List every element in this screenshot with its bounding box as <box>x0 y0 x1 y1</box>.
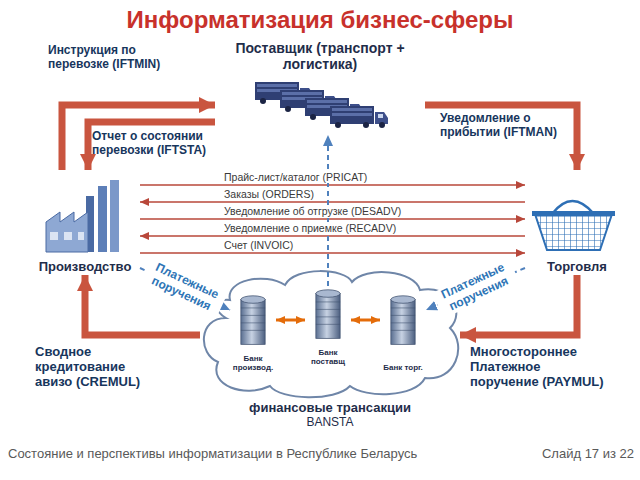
node-text: Поставщик (транспорт + логистика) <box>215 40 425 72</box>
edge-label: Платежные поручения <box>140 258 228 319</box>
edge-label: Счет (INVOIC) <box>222 239 295 251</box>
node-text: Производство <box>39 260 132 275</box>
bank-node: Банк производ. <box>230 292 276 372</box>
edge-label: Инструкция по перевозке (IFTMIN) <box>48 44 168 72</box>
production-node: Производство <box>30 170 140 275</box>
process-arrow <box>425 105 577 170</box>
cloud-shape <box>204 271 458 397</box>
node-text: BANSTA <box>306 416 353 430</box>
bank-tower-icon <box>316 290 340 339</box>
bank-node: Банк торг. <box>380 292 426 372</box>
truck-icon <box>330 106 388 128</box>
edge-label: Уведомление о приемке (RECADV) <box>222 222 398 234</box>
factory-icon <box>46 180 119 252</box>
message-arrow <box>276 319 305 322</box>
message-arrow <box>140 201 525 202</box>
trade-node: Торговля <box>525 170 629 275</box>
node-text: Торговля <box>547 260 607 275</box>
node-text: финансовые трансакции <box>249 401 411 416</box>
node-text: Банк производ. <box>230 354 276 372</box>
footer-caption: Состояние и перспективы информатизации в… <box>8 446 508 461</box>
edge-label: Многостороннее Платежное поручение (PAYM… <box>470 345 610 390</box>
message-arrow <box>140 184 525 185</box>
node-text: Банк торг. <box>383 363 423 372</box>
edge-label: Прайс-лист/каталог (PRICAT) <box>222 171 369 183</box>
finance-cloud: финансовые трансакцииBANSTA Банк производ… <box>200 278 460 430</box>
node-text: Банк поставщ <box>305 348 351 366</box>
bank-tower-icon <box>241 296 265 345</box>
edge-label: Уведомление о прибытии (IFTMAN) <box>440 112 570 140</box>
basket-icon <box>532 201 615 250</box>
bank-node: Банк поставщ <box>305 286 351 366</box>
edge-label: Уведомление об отгрузке (DESADV) <box>222 205 403 217</box>
edge-label: Отчет о состоянии перевозки (IFTSTA) <box>92 130 222 158</box>
message-arrow <box>351 319 380 322</box>
slide-title: Информатизация бизнес-сферы <box>0 6 640 34</box>
slide-number: Слайд 17 из 22 <box>518 446 634 461</box>
edge-label: Заказы (ORDERS) <box>222 188 316 200</box>
message-arrow <box>140 235 525 236</box>
edge-label: Платежные поручения <box>432 258 520 319</box>
message-arrow <box>140 218 525 219</box>
message-arrow <box>140 252 525 253</box>
edge-label: Сводное кредитование авизо (CREMUL) <box>35 345 155 390</box>
supplier-node: Поставщик (транспорт + логистика) <box>215 40 425 135</box>
bank-tower-icon <box>391 296 415 345</box>
